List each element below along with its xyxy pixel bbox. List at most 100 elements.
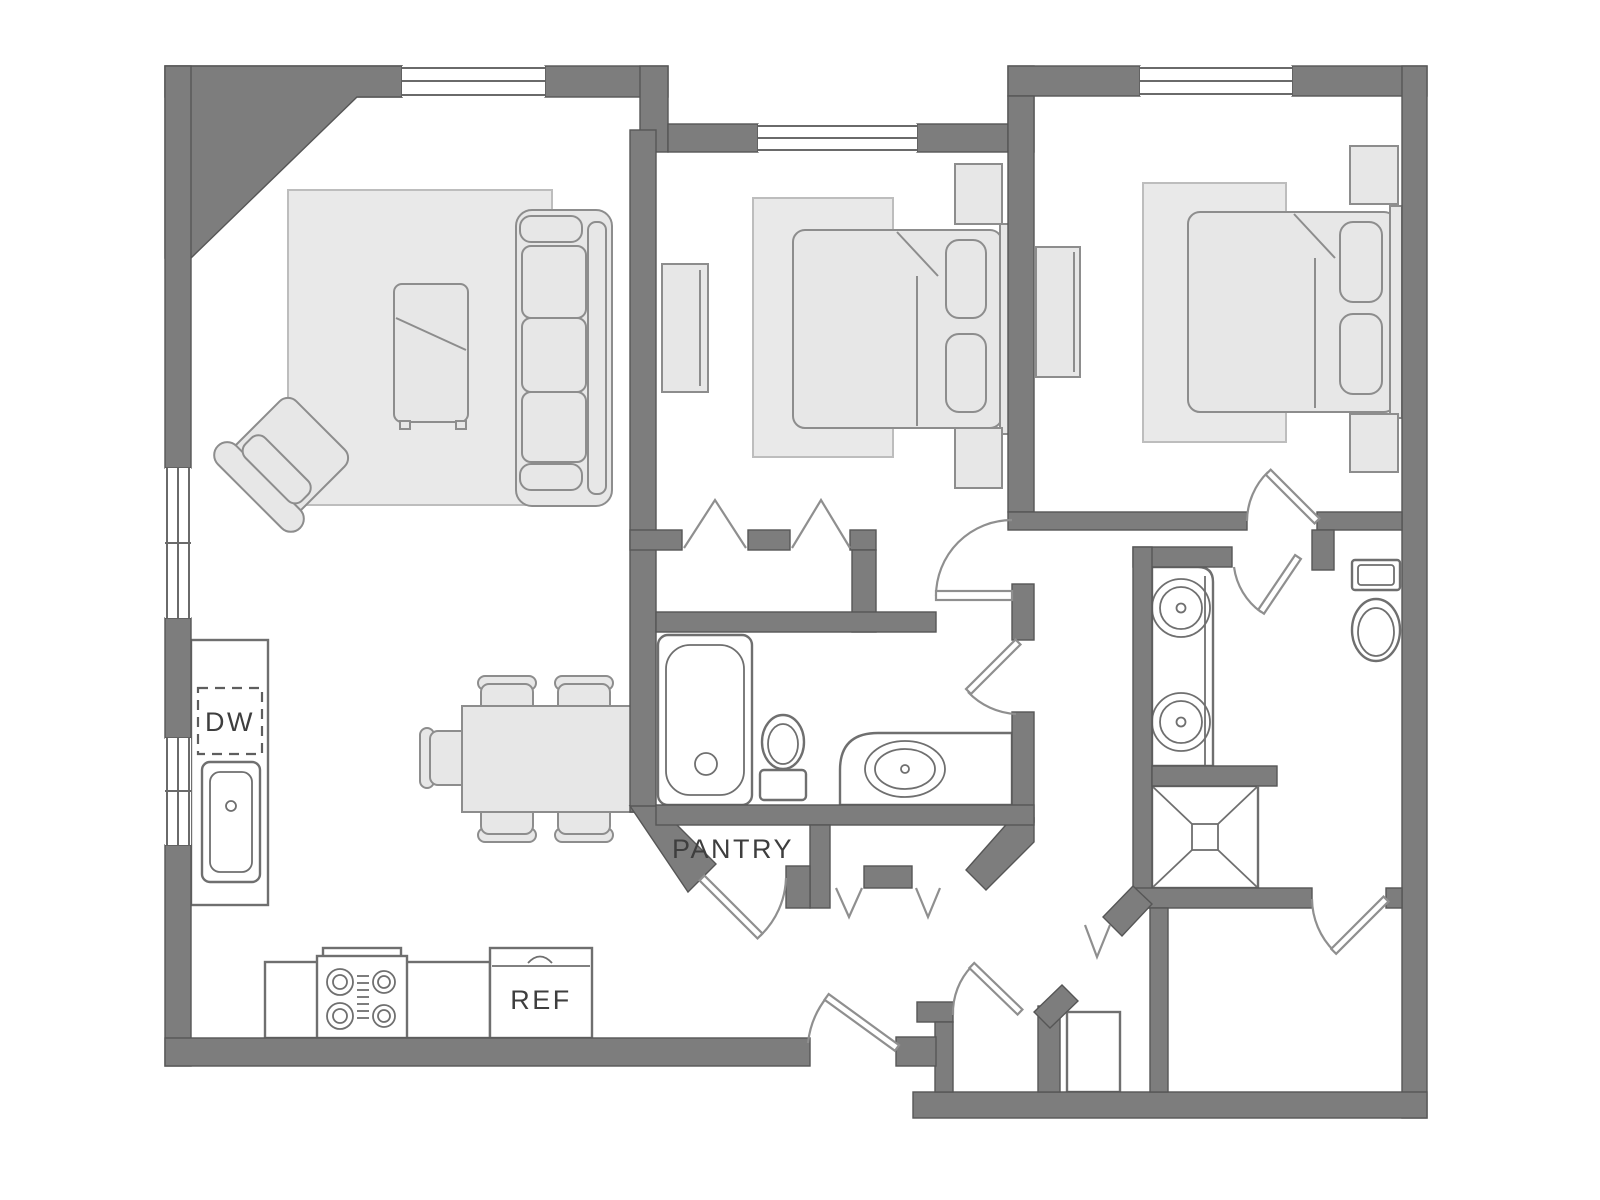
shower-line <box>1151 849 1193 889</box>
wall-angled-stub <box>1033 984 1079 1029</box>
window-left-lower <box>165 738 191 845</box>
closet-bifold-mark <box>683 497 747 549</box>
vanity-sink <box>864 740 946 798</box>
shower-line <box>1217 785 1259 825</box>
bathtub <box>656 633 754 807</box>
vanity <box>838 731 1014 807</box>
labels: PANTRY <box>672 834 792 864</box>
kitchen-sink <box>200 760 262 884</box>
coffee-table-top <box>393 283 469 423</box>
bedroom1-door <box>934 518 1014 602</box>
vanity-sink-basin <box>874 748 936 790</box>
door-swing-arc <box>967 691 1017 716</box>
vanity-sink-drain <box>1175 716 1187 728</box>
bed-pillow <box>1339 313 1383 395</box>
nightstand <box>954 163 1003 225</box>
window-bedroom2 <box>1140 66 1292 96</box>
shower-drain <box>1191 823 1219 851</box>
wall-pantry-stub <box>785 865 811 909</box>
toilet-tank <box>758 768 808 802</box>
nightstand <box>954 427 1003 489</box>
dishwasher-label: DW <box>205 707 255 737</box>
bed-sheet-fold <box>896 231 939 277</box>
toilet-seat <box>767 723 799 765</box>
burner <box>372 1004 396 1028</box>
bed-pillow <box>1339 221 1383 303</box>
dresser-body <box>661 263 709 393</box>
double-vanity <box>1150 565 1215 768</box>
wall-bottom-right <box>912 1091 1428 1119</box>
door-leaf <box>697 873 765 941</box>
bed-pillow <box>945 333 987 413</box>
refrigerator-body <box>488 946 594 1040</box>
door-leaf <box>964 637 1023 696</box>
wall-hall-bit <box>863 865 913 889</box>
wall-bedroom2-bottom <box>1316 511 1403 531</box>
wall-bottom-kitchen <box>164 1037 811 1067</box>
sofa-cushion <box>521 391 587 463</box>
wall-left <box>164 65 192 469</box>
wall-closet1 <box>747 529 791 551</box>
shower-line <box>1151 785 1193 825</box>
walkin-closet-door <box>1310 894 1391 956</box>
coffee-table <box>393 283 469 430</box>
toilet-tank-lid <box>1357 564 1395 586</box>
bed-pillow <box>945 239 987 319</box>
dining-area <box>419 675 637 843</box>
door-swing-arc <box>934 518 1013 597</box>
sofa-arm <box>519 215 583 243</box>
coffee-table-foot <box>455 420 467 430</box>
wall-pocket-post <box>1311 529 1335 571</box>
burner <box>377 975 391 989</box>
walls <box>164 65 1428 1119</box>
wall-bedroom2-bottom <box>1007 511 1248 531</box>
dresser-body <box>1035 246 1081 378</box>
wall-closet1 <box>629 529 683 551</box>
coffee-table-line <box>395 317 467 351</box>
hall-door <box>951 961 1024 1017</box>
opening-mark <box>1083 924 1112 961</box>
wall-top-bedroom1 <box>667 123 759 153</box>
stove-grate <box>357 975 369 1019</box>
door-swing-arc <box>806 996 828 1044</box>
windows <box>165 66 1292 845</box>
vanity-counter <box>1150 565 1215 768</box>
bedroom1-bed <box>792 223 1013 435</box>
vanity-sink-drain <box>1175 602 1187 614</box>
toilet-tank <box>1350 558 1402 592</box>
nightstand <box>1349 145 1399 205</box>
vanity-sink-basin <box>1159 700 1203 744</box>
wall-pantry-diagonal <box>628 805 717 894</box>
dresser <box>661 263 709 393</box>
armchair-cushion <box>241 434 312 505</box>
wall-niche-top <box>916 1001 954 1023</box>
window-bedroom1 <box>758 124 917 152</box>
toilet <box>758 713 808 802</box>
door-swing-arc <box>951 965 973 1016</box>
closet-bifold-mark <box>791 497 851 549</box>
wall-closet1 <box>849 529 877 551</box>
bathroom-2 <box>1150 558 1402 890</box>
refrigerator: REF <box>488 946 594 1040</box>
bedroom2-door <box>1245 468 1322 526</box>
door-leaf <box>934 589 1014 602</box>
wall-right <box>1401 65 1428 1119</box>
wall-entry-stub <box>895 1036 937 1067</box>
wall-hall-diagonal <box>1102 885 1153 938</box>
burner <box>332 974 348 990</box>
stove <box>315 946 409 1040</box>
shower-line <box>1217 849 1259 889</box>
dishwasher <box>196 686 264 756</box>
dresser <box>1035 246 1081 378</box>
vanity-counter <box>838 731 1014 807</box>
toilet <box>1350 558 1402 663</box>
sink-drain <box>225 800 237 812</box>
burner <box>326 1002 354 1030</box>
living-room <box>213 109 613 533</box>
bathroom1-door <box>964 637 1023 716</box>
wall-bedroom-divider <box>1007 95 1035 513</box>
wall-shower-top <box>1151 765 1278 787</box>
refrigerator-handle <box>527 955 553 964</box>
bed-sheet-fold <box>1293 213 1336 259</box>
entry <box>1065 1010 1122 1094</box>
